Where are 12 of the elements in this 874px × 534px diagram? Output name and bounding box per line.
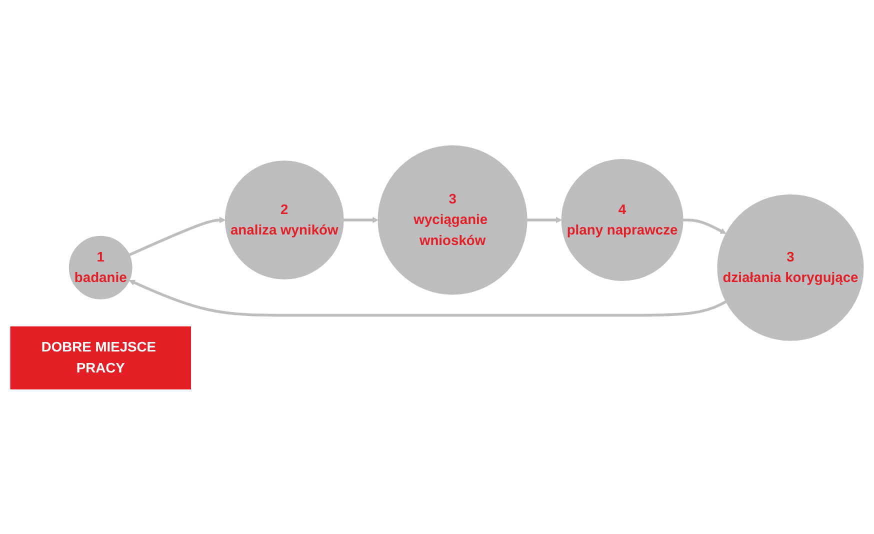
node-circle <box>224 160 344 280</box>
node-circle <box>717 194 864 341</box>
node-circle <box>561 158 684 281</box>
arrow <box>527 216 562 223</box>
arrow <box>682 218 726 234</box>
cycle-diagram: 1 badanie 2 analiza wyników 3 wyciąganie wniosków 4 plany naprawcze 3 działania korygujące DOBRE MIEJSCE PRACY <box>5 140 869 394</box>
node-circle <box>378 144 528 295</box>
arrow <box>343 216 378 223</box>
arrow <box>129 279 727 316</box>
arrow <box>128 216 226 256</box>
node-circle <box>68 236 132 300</box>
node-box <box>10 326 191 390</box>
